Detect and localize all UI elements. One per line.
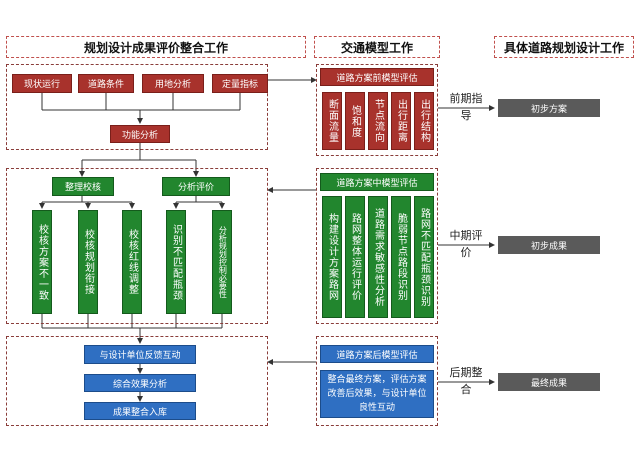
- input-land-use: 用地分析: [142, 74, 204, 93]
- mid-model-title: 道路方案中模型评估: [320, 173, 434, 191]
- result-final-outcome: 最终成果: [498, 373, 600, 391]
- check-item-inconsistency: 校核方案不一致: [32, 210, 52, 314]
- pre-item-saturation: 饱和度: [345, 92, 365, 150]
- mid-item-network-eval: 路网整体运行评价: [345, 196, 365, 318]
- eval-group-box: 分析评价: [162, 177, 230, 196]
- input-quantitative-indicators: 定量指标: [212, 74, 268, 93]
- header-road: 具体道路规划设计工作: [494, 36, 634, 58]
- phase-label-early: 前期指导: [449, 92, 483, 122]
- phase-label-late: 后期整合: [449, 366, 483, 396]
- input-road-conditions: 道路条件: [78, 74, 134, 93]
- post-model-desc: 整合最终方案，评估方案改善后效果，与设计单位良性互动: [320, 370, 434, 418]
- step-effect-analysis: 综合效果分析: [84, 374, 196, 392]
- planning-integration-panel: [6, 336, 268, 426]
- phase-label-middle: 中期评价: [449, 229, 483, 259]
- mid-item-weak-nodes: 脆弱节点路段识别: [391, 196, 411, 318]
- result-preliminary-plan: 初步方案: [498, 99, 600, 117]
- mid-item-sensitivity: 道路需求敏感性分析: [368, 196, 388, 318]
- mid-model-panel: [316, 168, 438, 324]
- pre-item-structure: 出行结构: [414, 92, 434, 150]
- eval-item-bottleneck: 识别不匹配瓶颈: [166, 210, 186, 314]
- step-designer-feedback: 与设计单位反馈互动: [84, 345, 196, 364]
- pre-item-turning: 节点流向: [368, 92, 388, 150]
- pre-item-distance: 出行距离: [391, 92, 411, 150]
- planning-analysis-panel: [6, 168, 268, 324]
- function-analysis-box: 功能分析: [110, 125, 170, 143]
- result-preliminary-outcome: 初步成果: [498, 236, 600, 254]
- eval-item-control-necessity: 分析规划控制必要性: [212, 210, 232, 314]
- mid-item-build-network: 构建设计方案路网: [322, 196, 342, 318]
- mid-item-mismatch: 路网不匹配瓶颈识别: [414, 196, 434, 318]
- check-item-plan-link: 校核规划衔接: [78, 210, 98, 314]
- header-traffic: 交通模型工作: [314, 36, 440, 58]
- header-planning: 规划设计成果评价整合工作: [6, 36, 306, 58]
- pre-model-title: 道路方案前模型评估: [320, 68, 434, 86]
- pre-model-panel: [316, 64, 438, 156]
- input-current-operation: 现状运行: [12, 74, 72, 93]
- pre-item-flow: 断面流量: [322, 92, 342, 150]
- planning-input-panel: [6, 64, 268, 150]
- check-group-box: 整理校核: [52, 177, 114, 196]
- post-model-panel: [316, 336, 438, 426]
- post-model-title: 道路方案后模型评估: [320, 345, 434, 363]
- step-archive: 成果整合入库: [84, 402, 196, 420]
- check-item-redline: 校核红线调整: [122, 210, 142, 314]
